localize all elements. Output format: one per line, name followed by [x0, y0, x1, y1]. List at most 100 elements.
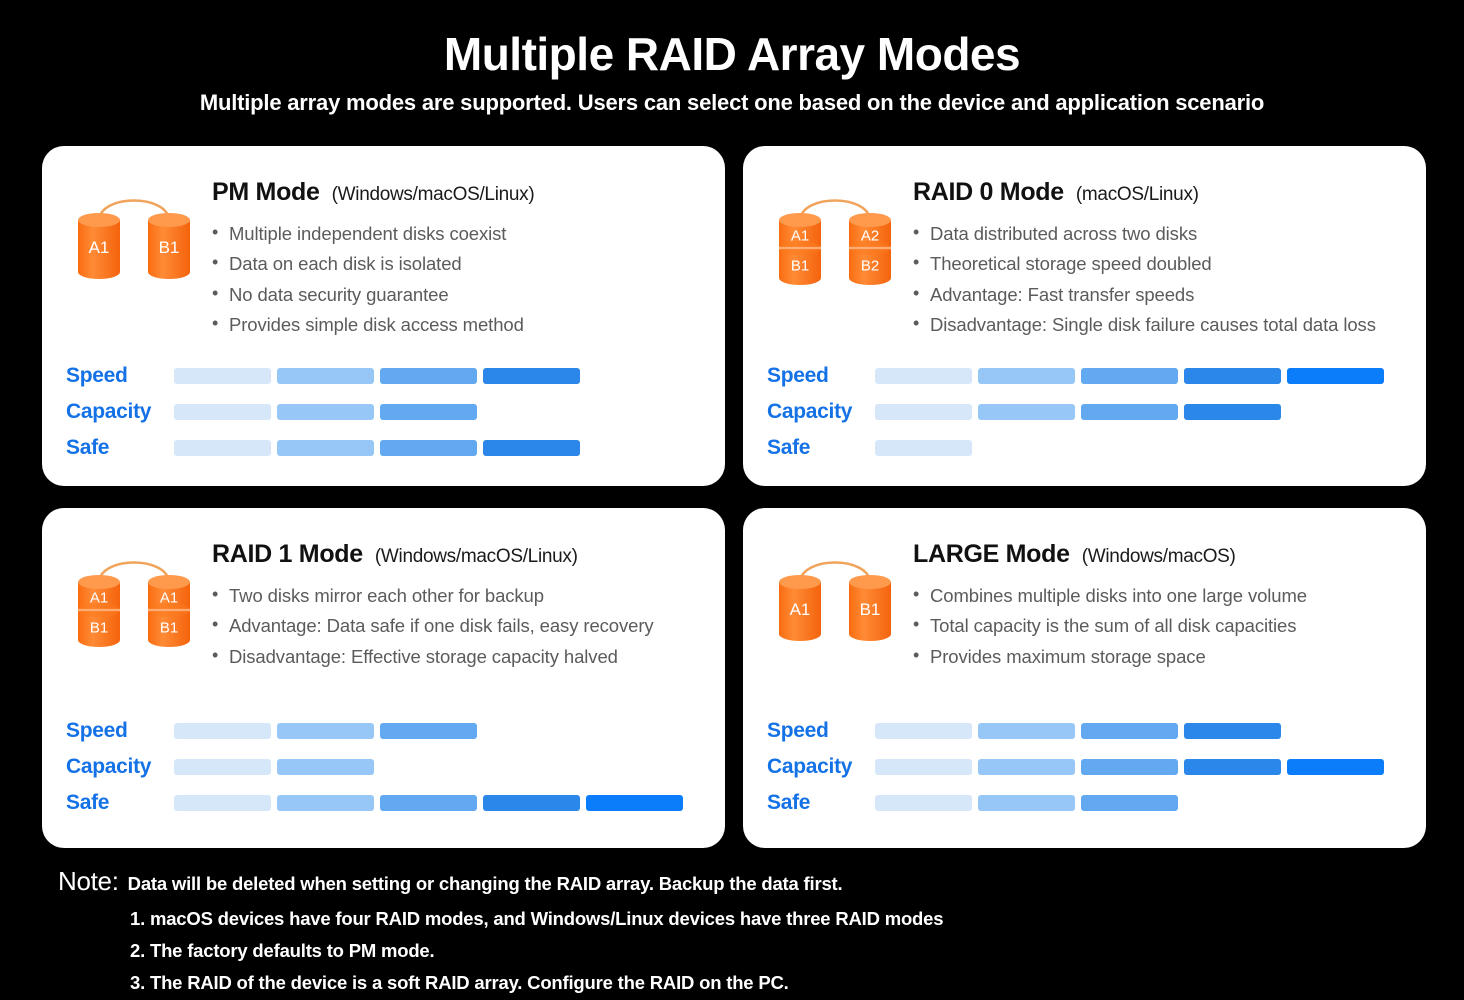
rating-segments [174, 440, 683, 456]
rating-row: Speed [767, 713, 1402, 749]
bullet-item: Total capacity is the sum of all disk ca… [913, 610, 1408, 641]
card-text-column: RAID 0 Mode (macOS/Linux) Data distribut… [909, 178, 1408, 340]
rating-segment [978, 404, 1075, 420]
svg-text:A2: A2 [861, 228, 879, 245]
page-header: Multiple RAID Array Modes Multiple array… [0, 0, 1464, 116]
rating-segment [483, 368, 580, 384]
rating-segment [277, 759, 374, 775]
svg-text:B2: B2 [861, 258, 879, 275]
rating-segment [277, 795, 374, 811]
rating-segment [380, 723, 477, 739]
svg-text:A1: A1 [89, 238, 110, 257]
rating-row: Safe [767, 785, 1402, 821]
rating-label: Speed [767, 364, 829, 387]
rating-label: Safe [767, 791, 811, 814]
rating-segment [277, 404, 374, 420]
rating-segment [174, 440, 271, 456]
rating-label: Safe [767, 436, 811, 459]
rating-segment [875, 404, 972, 420]
bullet-item: Data on each disk is isolated [212, 248, 707, 279]
two-disks-icon: A1 B1 [776, 560, 894, 652]
rating-segment [978, 795, 1075, 811]
mode-platforms: (macOS/Linux) [1075, 184, 1199, 205]
rating-segment [586, 440, 683, 456]
rating-segment [174, 723, 271, 739]
rating-label: Capacity [767, 755, 853, 778]
rating-label: Speed [66, 719, 128, 742]
mode-card-grid: A1 B1 PM Mode (Windows/macOS/Linux) Mult… [42, 146, 1426, 848]
feature-list: Multiple independent disks coexistData o… [212, 218, 707, 340]
rating-segments [875, 404, 1384, 420]
mode-name: RAID 1 Mode [212, 540, 363, 568]
rating-segment [380, 404, 477, 420]
rating-segments [174, 759, 683, 775]
rating-row: Capacity [767, 394, 1402, 430]
disk-icon-column: A1 B1 [761, 540, 909, 672]
rating-segment [1184, 368, 1281, 384]
rating-label: Speed [767, 719, 829, 742]
rating-segment [174, 404, 271, 420]
rating-segment [174, 759, 271, 775]
rating-segment [277, 440, 374, 456]
page-subtitle: Multiple array modes are supported. User… [199, 90, 1265, 116]
rating-segment [483, 440, 580, 456]
bullet-item: Theoretical storage speed doubled [913, 248, 1408, 279]
feature-list: Data distributed across two disksTheoret… [913, 218, 1408, 340]
rating-segment [875, 440, 972, 456]
rating-segment [483, 404, 580, 420]
bullet-item: Advantage: Fast transfer speeds [913, 279, 1408, 310]
rating-segments [875, 759, 1384, 775]
rating-segment [380, 368, 477, 384]
svg-text:B1: B1 [860, 600, 881, 619]
rating-segments [875, 368, 1384, 384]
svg-text:B1: B1 [160, 620, 178, 637]
mode-card: A1 B1 PM Mode (Windows/macOS/Linux) Mult… [42, 146, 725, 486]
card-top: A1 B1 LARGE Mode (Windows/macOS) Combine… [743, 508, 1426, 672]
rating-group: Speed Capacity Safe [743, 358, 1426, 466]
rating-segments [174, 404, 683, 420]
mode-name: PM Mode [212, 178, 320, 206]
bullet-item: Disadvantage: Effective storage capacity… [212, 641, 707, 672]
rating-segment [277, 723, 374, 739]
rating-segment [1184, 759, 1281, 775]
page-title: Multiple RAID Array Modes [443, 28, 1021, 80]
card-top: A1 B1 PM Mode (Windows/macOS/Linux) Mult… [42, 146, 725, 340]
rating-segment [1081, 723, 1178, 739]
disk-icon-column: A1 B1 [60, 178, 208, 340]
svg-text:A1: A1 [90, 590, 108, 607]
svg-text:A1: A1 [160, 590, 178, 607]
note-item: 3. The RAID of the device is a soft RAID… [130, 972, 789, 993]
rating-segments [875, 723, 1384, 739]
rating-segment [875, 723, 972, 739]
bullet-item: Disadvantage: Single disk failure causes… [913, 309, 1408, 340]
card-text-column: RAID 1 Mode (Windows/macOS/Linux) Two di… [208, 540, 707, 672]
bullet-item: Combines multiple disks into one large v… [913, 580, 1408, 611]
rating-segment [1184, 404, 1281, 420]
mode-name: LARGE Mode [913, 540, 1070, 568]
rating-segment [380, 440, 477, 456]
rating-segment [1184, 723, 1281, 739]
rating-segment [875, 795, 972, 811]
mode-platforms: (Windows/macOS/Linux) [331, 184, 535, 205]
rating-row: Safe [767, 430, 1402, 466]
rating-segment [483, 723, 580, 739]
rating-segment [380, 795, 477, 811]
rating-group: Speed Capacity Safe [42, 358, 725, 466]
svg-text:B1: B1 [791, 258, 809, 275]
feature-list: Two disks mirror each other for backupAd… [212, 580, 707, 672]
rating-segment [1287, 723, 1384, 739]
bullet-item: Advantage: Data safe if one disk fails, … [212, 610, 707, 641]
rating-row: Capacity [66, 749, 701, 785]
mode-platforms: (Windows/macOS) [1081, 546, 1236, 567]
rating-segment [1081, 404, 1178, 420]
mode-platforms: (Windows/macOS/Linux) [374, 546, 578, 567]
rating-segment [483, 759, 580, 775]
rating-segment [1081, 368, 1178, 384]
note-section: Note: Data will be deleted when setting … [58, 866, 1434, 999]
rating-segment [1287, 795, 1384, 811]
svg-text:B1: B1 [159, 238, 180, 257]
svg-text:B1: B1 [90, 620, 108, 637]
